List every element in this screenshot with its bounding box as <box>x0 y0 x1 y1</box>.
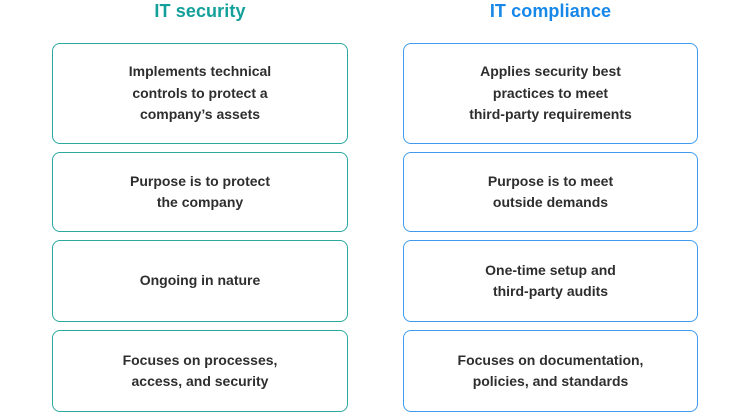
column-title-it-compliance: IT compliance <box>489 1 612 21</box>
box-text: Focuses on documentation, policies, and … <box>457 351 644 390</box>
column-title-it-security: IT security <box>154 1 246 21</box>
comparison-box-compliance-4: Focuses on documentation, policies, and … <box>403 330 698 412</box>
box-text: Implements technical controls to protect… <box>128 63 272 123</box>
comparison-box-security-4: Focuses on processes, access, and securi… <box>52 330 348 412</box>
box-text: Focuses on processes, access, and securi… <box>122 351 278 390</box>
box-text: Applies security best practices to meet … <box>469 63 632 123</box>
comparison-box-security-3: Ongoing in nature <box>52 240 348 322</box>
box-text: One-time setup and third-party audits <box>485 261 616 300</box>
column-it-compliance: IT compliance Applies security best prac… <box>403 0 698 412</box>
comparison-box-compliance-1: Applies security best practices to meet … <box>403 43 698 144</box>
column-it-security: IT security Implements technical control… <box>52 0 348 412</box>
comparison-box-security-1: Implements technical controls to protect… <box>52 43 348 144</box>
box-text: Purpose is to protect the company <box>129 172 271 211</box>
box-text: Ongoing in nature <box>139 272 261 289</box>
comparison-box-security-2: Purpose is to protect the company <box>52 152 348 232</box>
comparison-box-compliance-2: Purpose is to meet outside demands <box>403 152 698 232</box>
box-text: Purpose is to meet outside demands <box>487 172 614 211</box>
comparison-box-compliance-3: One-time setup and third-party audits <box>403 240 698 322</box>
